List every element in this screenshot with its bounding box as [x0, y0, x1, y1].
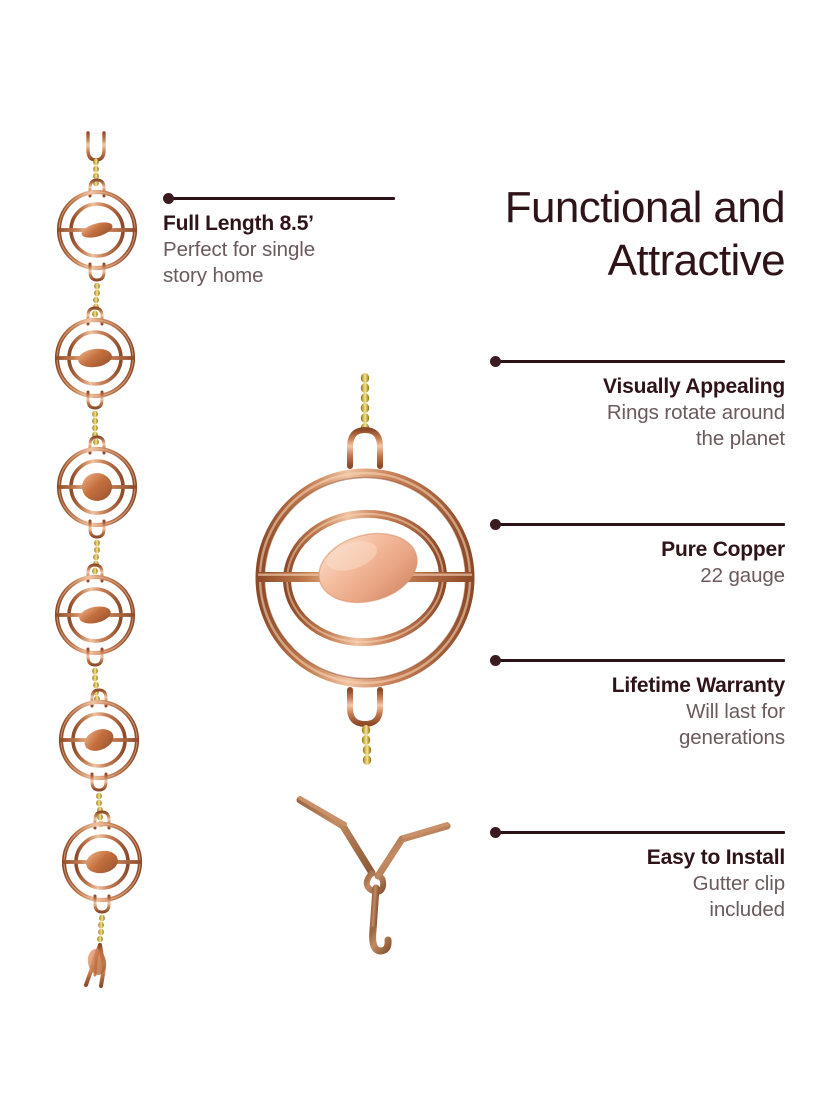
- callout-rule: [490, 519, 785, 530]
- callout-easy-to-install: Easy to Install Gutter clip included: [490, 827, 785, 923]
- ring-unit-2: [55, 306, 135, 410]
- ring-unit-closeup: [255, 373, 475, 765]
- title-line-2: Attractive: [607, 236, 786, 285]
- callout-bullet-dot-icon: [490, 519, 501, 530]
- callout-subtext-line: story home: [163, 264, 264, 287]
- callout-rule-line: [168, 197, 395, 200]
- callout-full-length: Full Length 8.5’ Perfect for single stor…: [163, 193, 395, 289]
- gutter-clip: [296, 796, 451, 955]
- title-line-1: Functional and: [504, 183, 786, 232]
- callout-heading: Lifetime Warranty: [611, 674, 785, 697]
- ring-unit-1: [57, 178, 137, 282]
- callout-rule-line: [495, 523, 785, 526]
- callout-bullet-dot-icon: [490, 827, 501, 838]
- callout-subtext-line: the planet: [695, 427, 785, 450]
- callout-rule: [490, 655, 785, 666]
- callout-subtext-line: included: [709, 898, 785, 921]
- callout-subtext-line: Will last for: [686, 700, 785, 723]
- callout-heading: Pure Copper: [661, 538, 785, 561]
- callout-bullet-dot-icon: [490, 655, 501, 666]
- callout-subtext-line: Perfect for single: [163, 238, 316, 261]
- callout-rule: [163, 193, 395, 204]
- ring-unit-5: [59, 688, 139, 792]
- ring-unit-3: [57, 435, 137, 539]
- callout-heading: Full Length 8.5’: [163, 212, 314, 235]
- callout-rule-line: [495, 831, 785, 834]
- callout-subtext-line: Rings rotate around: [606, 401, 785, 424]
- callout-subtext-line: generations: [678, 726, 785, 749]
- callout-pure-copper: Pure Copper 22 gauge: [490, 519, 785, 589]
- callout-rule-line: [495, 659, 785, 662]
- ring-unit-4: [55, 563, 135, 667]
- chain-bottom-anchor: [84, 943, 107, 988]
- callout-visually-appealing: Visually Appealing Rings rotate around t…: [490, 356, 785, 452]
- rain-chain-full: [55, 131, 142, 988]
- callout-lifetime-warranty: Lifetime Warranty Will last for generati…: [490, 655, 785, 751]
- callout-subtext-line: 22 gauge: [700, 564, 785, 587]
- page-title: Functional and Attractive: [425, 181, 786, 287]
- callout-heading: Visually Appealing: [603, 375, 785, 398]
- callout-rule: [490, 356, 785, 367]
- callout-bullet-dot-icon: [490, 356, 501, 367]
- callout-bullet-dot-icon: [163, 193, 174, 204]
- callout-heading: Easy to Install: [646, 846, 785, 869]
- ring-unit-6: [62, 810, 142, 914]
- callout-subtext-line: Gutter clip: [692, 872, 785, 895]
- callout-rule-line: [495, 360, 785, 363]
- callout-rule: [490, 827, 785, 838]
